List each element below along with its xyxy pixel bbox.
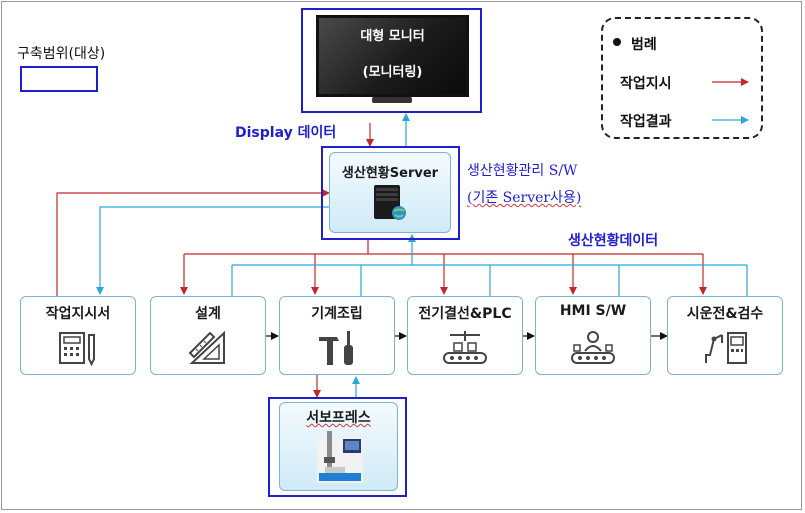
node-label: 작업지시서 [45,306,111,322]
servo-press-title-text: 서보프레스 [306,410,371,426]
monitor-title: 대형 모니터 [360,29,425,44]
legend-work-order-label: 작업지시 [620,76,672,92]
robot-arm-machine-icon [705,332,747,364]
monitor-scope-box [301,8,482,113]
scope-legend-label: 구축범위(대상) [17,46,106,62]
node-work-order-sheet: 작업지시서 [20,296,136,375]
hammer-screwdriver-icon [319,331,353,365]
server-desc-line2: (기존 Server사용) [467,187,581,207]
conveyor-line-icon [443,331,487,364]
arrow-order-sheet-to-server [56,189,330,296]
node-hmi-sw: HMI S/W [535,296,651,375]
node-electrical-plc: 전기결선&PLC [407,296,523,375]
monitor-stand [372,97,412,103]
node-design: 설계 [150,296,266,375]
monitor-subtitle: (모니터링) [362,65,423,80]
display-data-label: Display 데이터 [235,125,337,141]
legend-bullet [613,38,621,46]
servo-press-scope-box [268,397,407,497]
server-tower-icon [374,185,406,220]
node-label: 기계조립 [311,306,363,322]
node-label: 시운전&검수 [686,306,764,322]
node-mechanical-assembly: 기계조립 [279,296,395,375]
server-scope-box [321,146,460,240]
worker-conveyor-icon [571,331,615,364]
calculator-pen-icon [59,332,95,367]
node-label: HMI S/W [559,303,627,319]
legend-title: 범례 [631,37,657,53]
scope-legend-swatch [20,66,98,92]
arrow-server-to-order-sheet [96,206,329,295]
server-title: 생산현황Server [341,166,439,181]
server-desc-line2-text: (기존 Server사용) [467,190,582,206]
node-label: 설계 [195,306,221,322]
node-label: 전기결선&PLC [418,306,512,322]
ruler-triangle-icon [188,330,225,364]
servo-press-machine-icon [317,431,363,483]
monitor-screen [316,15,469,97]
server-desc-line1: 생산현황관리 S/W [467,163,578,179]
legend-box [601,17,763,139]
legend-work-result-label: 작업결과 [620,114,672,130]
production-data-label: 생산현황데이터 [568,233,659,249]
servo-press-title: 서보프레스 [279,407,398,427]
node-commissioning-inspection: 시운전&검수 [667,296,783,375]
